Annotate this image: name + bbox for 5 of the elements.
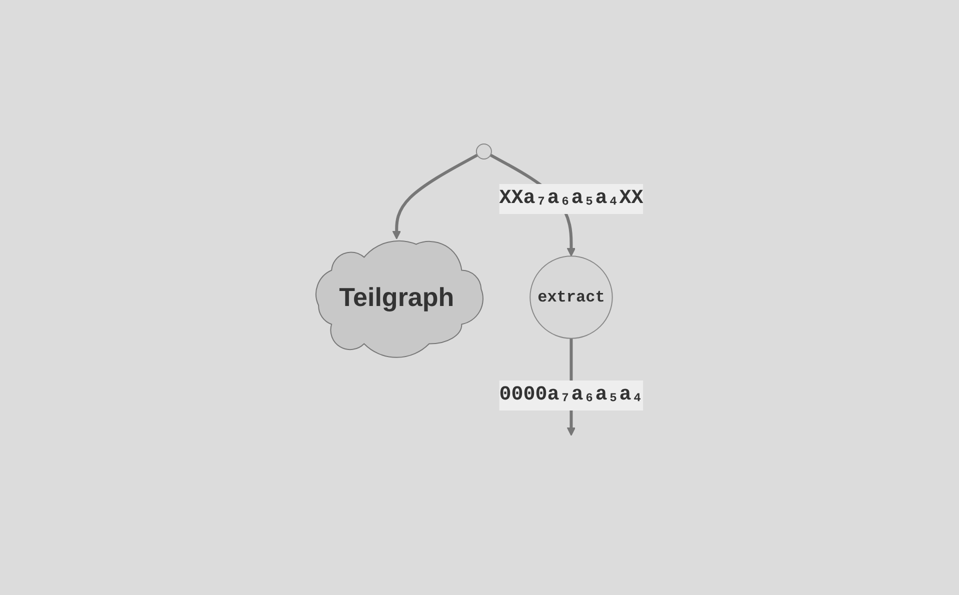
- edge-label: 0000a₇a₆a₅a₄: [499, 384, 644, 407]
- node-circle: [476, 144, 492, 160]
- node-circle: extract: [529, 256, 613, 340]
- arrow: [392, 154, 478, 240]
- edge-label: XXa₇a₆a₅a₄XX: [499, 187, 644, 210]
